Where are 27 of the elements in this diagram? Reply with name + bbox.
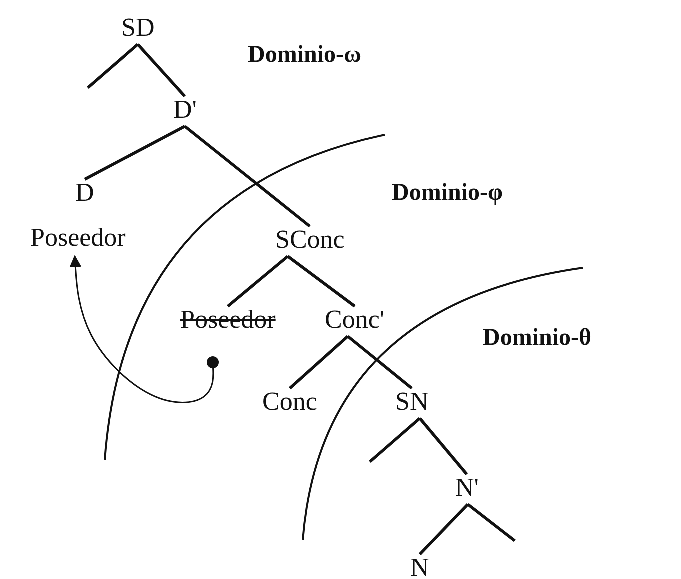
tree-branch <box>418 503 470 556</box>
domain-label: Dominio-φ <box>392 180 503 206</box>
tree-label: SD <box>122 14 155 42</box>
struck-tree-label: Poseedor <box>180 306 276 334</box>
tree-label: Poseedor <box>30 224 126 252</box>
domain-label: Dominio-ω <box>248 42 362 68</box>
tree-label: N <box>410 554 430 579</box>
tree-branch <box>84 125 186 181</box>
tree-label: Conc' <box>325 306 385 334</box>
tree-branch <box>467 503 516 542</box>
tree-branch <box>136 44 186 98</box>
tree-branch <box>184 125 311 228</box>
tree-branch <box>87 43 139 90</box>
tree-label: N' <box>456 474 479 502</box>
tree-label: SConc <box>276 226 345 254</box>
movement-arrow <box>70 255 219 404</box>
tree-branch <box>347 335 413 390</box>
tree-branch <box>227 255 289 308</box>
tree-label: SN <box>396 388 429 416</box>
tree-label: D' <box>174 96 197 124</box>
tree-branch <box>369 417 421 464</box>
tree-branch <box>287 255 356 308</box>
domain-label: Dominio-θ <box>483 325 592 352</box>
tree-label: Conc <box>262 388 318 416</box>
tree-branch <box>289 335 349 390</box>
tree-label: D <box>76 178 94 208</box>
tree-branch <box>418 418 468 476</box>
